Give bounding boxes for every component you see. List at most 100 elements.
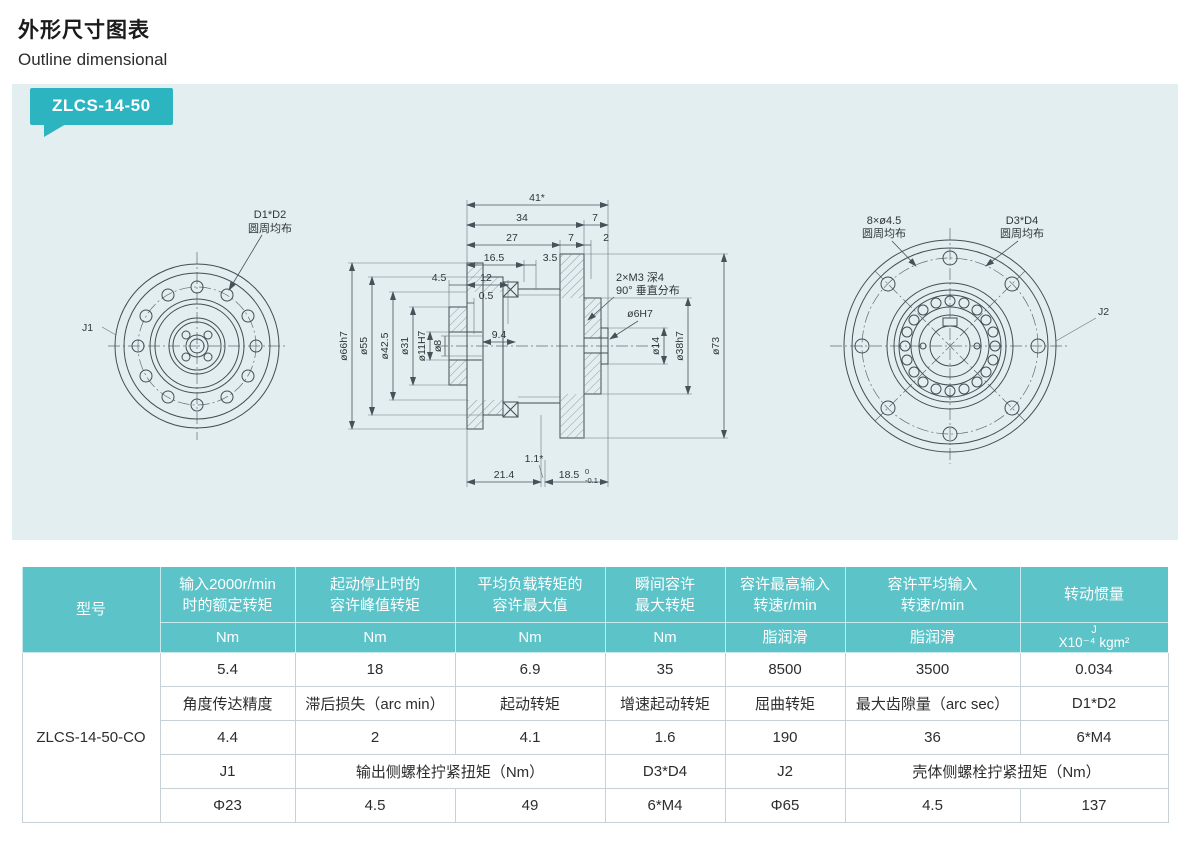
label-cell: 最大齿隙量（arc sec）	[844, 686, 1021, 721]
dim-label: ø31	[399, 337, 411, 355]
right-view: 8×ø4.5 圆周均布 D3*D4 圆周均布 J2	[830, 215, 1109, 464]
table-row: ZLCS-14-50-CO 5.4 18 6.9 35 8500 3500 0.…	[21, 652, 1169, 823]
dim-label: ø6H7	[627, 308, 653, 320]
value-cell: 2	[294, 720, 456, 755]
value-cell: Φ23	[159, 788, 296, 823]
dim-label: 0.5	[479, 290, 494, 302]
dim-label: 34	[516, 212, 528, 224]
header-row-2: Nm Nm Nm Nm 脂润滑 脂润滑 J X10⁻⁴ kgm²	[22, 622, 1169, 653]
d1d2-note: D1*D2	[254, 209, 286, 221]
label-cell: D3*D4	[604, 754, 726, 789]
value-cell: Φ65	[724, 788, 846, 823]
value-cell: 6*M4	[1019, 720, 1169, 755]
dim-label: 27	[506, 232, 518, 244]
unit-header: Nm	[454, 622, 606, 653]
value-cell: 1.6	[604, 720, 726, 755]
dim-label: ø38h7	[674, 331, 686, 361]
label-cell: 输出侧螺栓拧紧扭矩（Nm）	[294, 754, 606, 789]
d1d2-note-2: 圆周均布	[248, 222, 292, 235]
dim-label: 12	[480, 272, 492, 284]
d3d4-note-2: 圆周均布	[1000, 227, 1044, 240]
page-header: 外形尺寸图表 Outline dimensional	[0, 0, 1190, 70]
thread-note-2: 90° 垂直分布	[616, 283, 680, 297]
value-cell: 4.5	[294, 788, 456, 823]
value-cell: 35	[604, 652, 726, 687]
value-cell: 6.9	[454, 652, 606, 687]
model-column-header: 型号	[21, 566, 161, 653]
value-cell: 6*M4	[604, 788, 726, 823]
thread-note: 2×M3 深4	[616, 271, 664, 284]
unit-header: Nm	[159, 622, 296, 653]
unit-header: 脂润滑	[724, 622, 846, 653]
tolerance-upper: 0	[585, 467, 589, 476]
bolt-circle-note-2: 圆周均布	[862, 227, 906, 240]
dim-label: 7	[592, 212, 598, 224]
label-cell: 角度传达精度	[159, 686, 296, 721]
label-cell: D1*D2	[1019, 686, 1169, 721]
dim-label: 4.5	[432, 272, 447, 284]
col-header: 起动停止时的容许峰值转矩	[294, 566, 456, 623]
page-title-cn: 外形尺寸图表	[18, 19, 150, 42]
unit-header: Nm	[604, 622, 726, 653]
unit-header: J X10⁻⁴ kgm²	[1019, 622, 1169, 653]
j2-label: J2	[1098, 306, 1109, 318]
dim-label: 21.4	[494, 469, 515, 481]
value-cell: 4.4	[159, 720, 296, 755]
j1-label: J1	[82, 322, 93, 334]
d3d4-note: D3*D4	[1006, 215, 1038, 227]
table-row: Φ23 4.5 49 6*M4 Φ65 4.5 137	[22, 788, 1169, 823]
dim-label: ø66h7	[338, 331, 350, 361]
unit-header: Nm	[294, 622, 456, 653]
center-view: 41* 34 7 27 7 2 16.5 3.5 4.5 12 0.5 2×M3…	[338, 192, 728, 487]
table-row: 角度传达精度 滞后损失（arc min） 起动转矩 增速起动转矩 屈曲转矩 最大…	[22, 686, 1169, 721]
dim-label: ø55	[358, 337, 370, 355]
label-cell: J2	[724, 754, 846, 789]
dim-label: 1.1*	[525, 453, 544, 465]
value-cell: 49	[454, 788, 606, 823]
unit-header: 脂润滑	[844, 622, 1021, 653]
inertia-unit: X10⁻⁴ kgm²	[1058, 634, 1130, 650]
value-cell: 18	[294, 652, 456, 687]
label-cell: 屈曲转矩	[724, 686, 846, 721]
left-view: J1 D1*D2 圆周均布	[82, 209, 292, 440]
value-cell: 4.5	[844, 788, 1021, 823]
col-header: 转动惯量	[1019, 566, 1169, 623]
drawing-panel: ZLCS-14-50	[12, 84, 1178, 540]
value-cell: 190	[724, 720, 846, 755]
value-cell: 36	[844, 720, 1021, 755]
page-title-en: Outline dimensional	[18, 50, 168, 69]
table-row: J1 输出侧螺栓拧紧扭矩（Nm） D3*D4 J2 壳体侧螺栓拧紧扭矩（Nm）	[22, 754, 1169, 789]
col-header: 容许平均输入转速r/min	[844, 566, 1021, 623]
technical-drawing: J1 D1*D2 圆周均布	[82, 192, 1109, 487]
model-cell: ZLCS-14-50-CO	[21, 652, 161, 823]
value-cell: 4.1	[454, 720, 606, 755]
dim-label: ø11H7	[416, 330, 428, 361]
tolerance-lower: -0.1	[585, 476, 598, 485]
dim-label: ø42.5	[379, 332, 391, 359]
dim-label: ø14	[650, 337, 662, 355]
dim-label: 3.5	[543, 252, 558, 264]
dim-label: 18.5	[559, 469, 580, 481]
inertia-symbol: J	[1091, 623, 1097, 636]
value-cell: 5.4	[159, 652, 296, 687]
dim-label: ø73	[710, 337, 722, 355]
table-row: 4.4 2 4.1 1.6 190 36 6*M4	[22, 720, 1169, 755]
dim-label: ø8	[432, 340, 444, 352]
dim-label: 16.5	[484, 252, 505, 264]
value-cell: 3500	[844, 652, 1021, 687]
label-cell: 滞后损失（arc min）	[294, 686, 456, 721]
value-cell: 8500	[724, 652, 846, 687]
label-cell: J1	[159, 754, 296, 789]
dim-label: 41*	[529, 192, 545, 204]
model-badge: ZLCS-14-50	[30, 88, 173, 137]
label-cell: 壳体侧螺栓拧紧扭矩（Nm）	[844, 754, 1169, 789]
dim-label: 9.4	[492, 329, 507, 341]
dim-label: 7	[568, 232, 574, 244]
value-cell: 137	[1019, 788, 1169, 823]
label-cell: 起动转矩	[454, 686, 606, 721]
col-header: 瞬间容许最大转矩	[604, 566, 726, 623]
value-cell: 0.034	[1019, 652, 1169, 687]
